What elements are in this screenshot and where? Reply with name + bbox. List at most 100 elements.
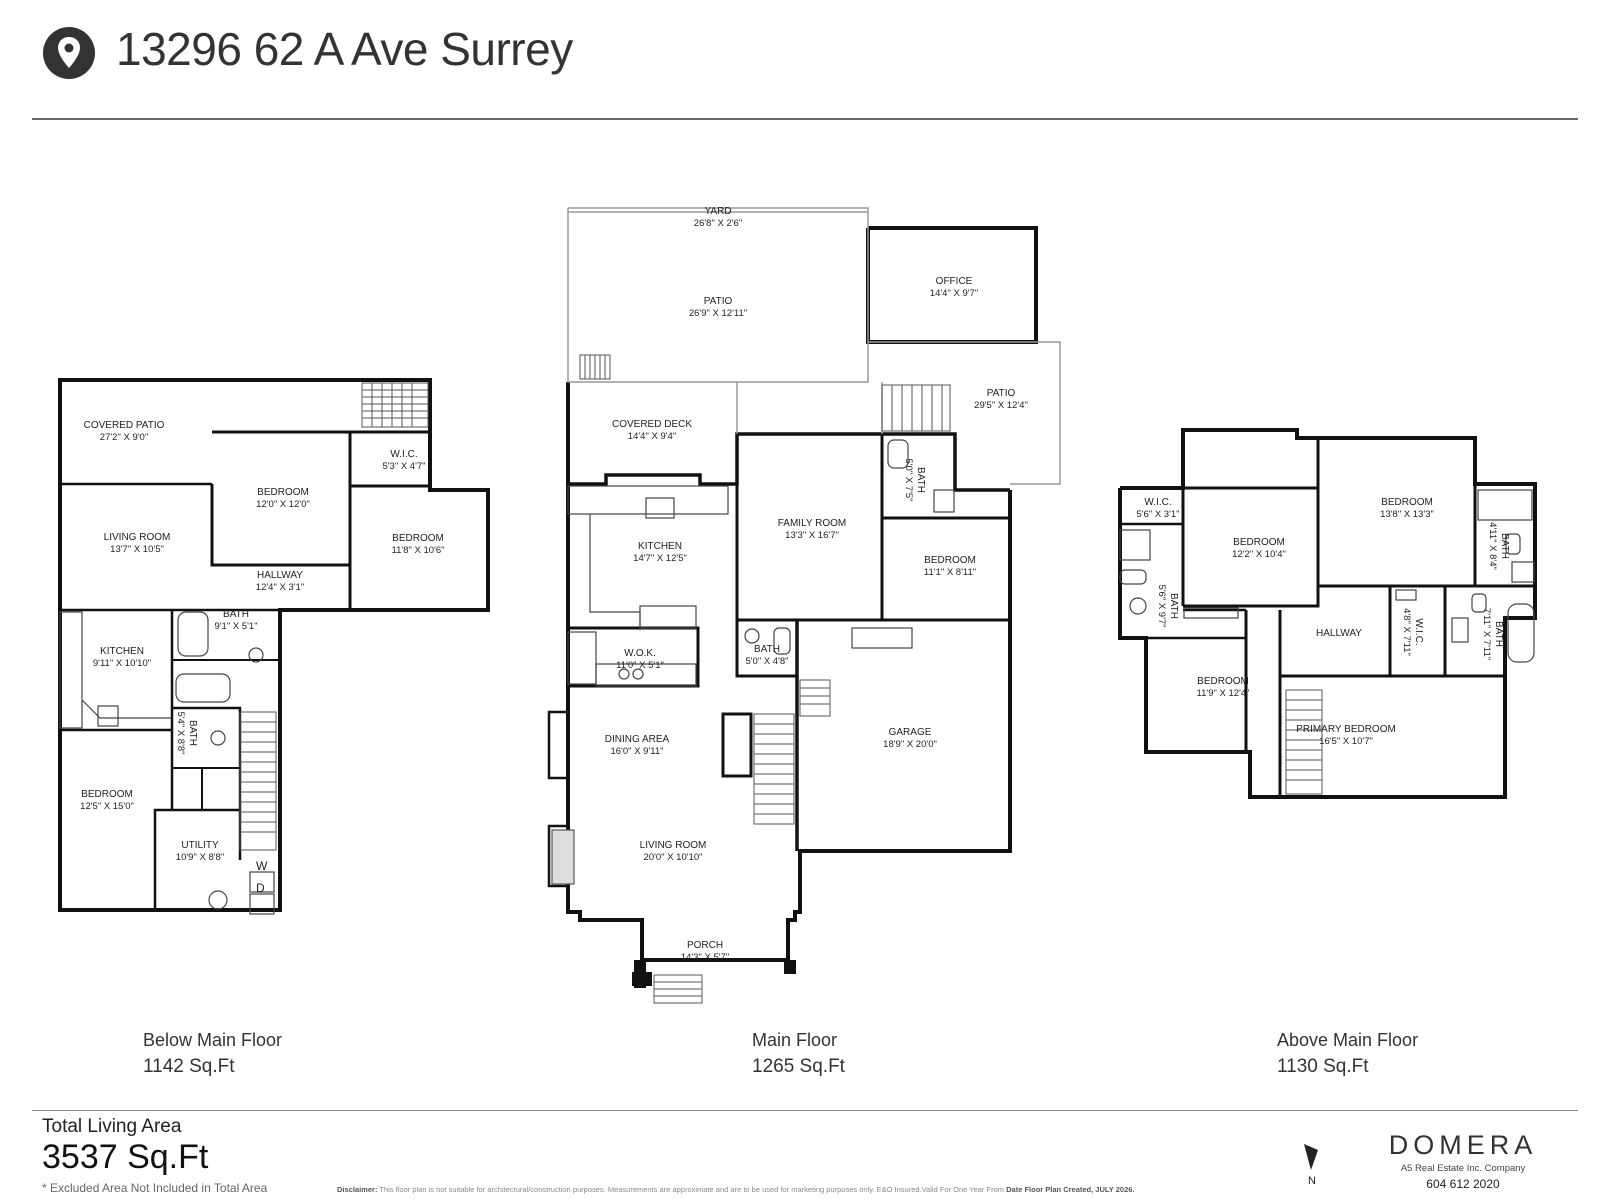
total-area-label: Total Living Area <box>42 1116 182 1137</box>
room-name: W.O.K. <box>624 648 656 659</box>
room-name: PRIMARY BEDROOM <box>1296 724 1396 735</box>
room-name: FAMILY ROOM <box>778 518 847 529</box>
room-dimensions: 14'3" X 5'7" <box>681 952 729 963</box>
dryer-label: D <box>256 881 265 895</box>
north-letter: N <box>1308 1175 1316 1186</box>
room-dimensions: 11'0" X 5'1" <box>616 660 664 671</box>
room-name: KITCHEN <box>638 541 682 552</box>
room-name: BEDROOM <box>924 555 976 566</box>
room-name: BEDROOM <box>1233 537 1285 548</box>
room-name: HALLWAY <box>257 570 303 581</box>
total-area-value: 3537 Sq.Ft <box>42 1138 209 1176</box>
room-dimensions: 9'11" X 10'10" <box>93 658 151 669</box>
room-name: W.I.C. <box>1144 497 1171 508</box>
room-dimensions: 11'1" X 8'11" <box>924 567 976 578</box>
north-arrow-icon: N <box>1304 1144 1318 1186</box>
room-dimensions: 5'0" X 7'5" <box>903 458 914 501</box>
room-dimensions: 12'2" X 10'4" <box>1232 549 1286 560</box>
map-pin-icon <box>43 27 95 79</box>
header-divider <box>32 118 1578 120</box>
room-dimensions: 14'4" X 9'7" <box>930 288 978 299</box>
room-name: BATH <box>223 609 249 620</box>
floor-area-main: 1265 Sq.Ft <box>752 1056 845 1077</box>
floor-name-above: Above Main Floor <box>1277 1030 1419 1050</box>
room-dimensions: 9'1" X 5'1" <box>214 621 257 632</box>
room-name: BEDROOM <box>257 487 309 498</box>
disclaimer-label: Disclaimer: <box>337 1185 378 1194</box>
brand-subtitle: A5 Real Estate Inc. Company <box>1400 1163 1526 1174</box>
below-floor-walls <box>58 378 490 912</box>
brand-logo: DOMERA <box>1388 1130 1538 1160</box>
disclaimer-text: This floor plan is not suitable for arch… <box>379 1185 1005 1194</box>
room-dimensions: 29'5" X 12'4" <box>974 400 1028 411</box>
main-floor-walls <box>547 226 1038 988</box>
room-name: UTILITY <box>181 840 219 851</box>
room-dimensions: 5'0" X 4'8" <box>745 656 788 667</box>
room-dimensions: 16'0" X 9'11" <box>611 746 664 757</box>
floor-name-main: Main Floor <box>752 1030 838 1050</box>
room-name: BEDROOM <box>1381 497 1433 508</box>
room-dimensions: 13'8" X 13'3" <box>1380 509 1434 520</box>
disclaimer-date: Date Floor Plan Created, JULY 2026. <box>1006 1185 1135 1194</box>
room-dimensions: 12'0" X 12'0" <box>256 499 310 510</box>
floor-area-above: 1130 Sq.Ft <box>1277 1056 1369 1077</box>
room-dimensions: 13'3" X 16'7" <box>785 530 839 541</box>
room-dimensions: 11'8" X 10'6" <box>392 545 445 556</box>
footer-divider <box>32 1110 1578 1111</box>
room-dimensions: 5'6" X 3'1" <box>1136 509 1179 520</box>
room-name: BATH <box>1493 621 1504 647</box>
room-name: PATIO <box>704 296 733 307</box>
floor-name-below: Below Main Floor <box>143 1030 283 1050</box>
brand-block: DOMERA A5 Real Estate Inc. Company 604 6… <box>1378 1130 1548 1191</box>
room-dimensions: 20'0" X 10'10" <box>644 852 703 863</box>
room-dimensions: 4'11" X 8'4" <box>1487 522 1498 570</box>
room-name: W.I.C. <box>390 449 417 460</box>
property-address: 13296 62 A Ave Surrey <box>116 23 573 75</box>
room-name: BEDROOM <box>392 533 444 544</box>
room-name: HALLWAY <box>1316 628 1362 639</box>
room-dimensions: 26'8" X 2'6" <box>694 218 742 229</box>
room-name: BATH <box>754 644 780 655</box>
room-label: W.I.C.5'3" X 4'7" <box>382 449 425 472</box>
room-name: BATH <box>1499 533 1510 559</box>
room-dimensions: 14'4" X 9'4" <box>628 431 676 442</box>
room-label: W.I.C.4'8" X 7'11" <box>1401 608 1424 656</box>
room-dimensions: 11'9" X 12'4" <box>1197 688 1250 699</box>
room-label: W.I.C.5'6" X 3'1" <box>1136 497 1179 520</box>
washer-label: W <box>256 859 268 873</box>
room-label: W.O.K.11'0" X 5'1" <box>616 648 664 671</box>
room-name: BEDROOM <box>1197 676 1249 687</box>
room-name: GARAGE <box>889 727 932 738</box>
above-floor-walls <box>1118 428 1537 799</box>
room-dimensions: 14'7" X 12'5" <box>633 553 687 564</box>
room-dimensions: 5'4" X 8'8" <box>175 711 186 754</box>
room-name: DINING AREA <box>605 734 670 745</box>
room-name: KITCHEN <box>100 646 144 657</box>
room-name: PORCH <box>687 940 723 951</box>
room-dimensions: 27'2" X 9'0" <box>100 432 148 443</box>
